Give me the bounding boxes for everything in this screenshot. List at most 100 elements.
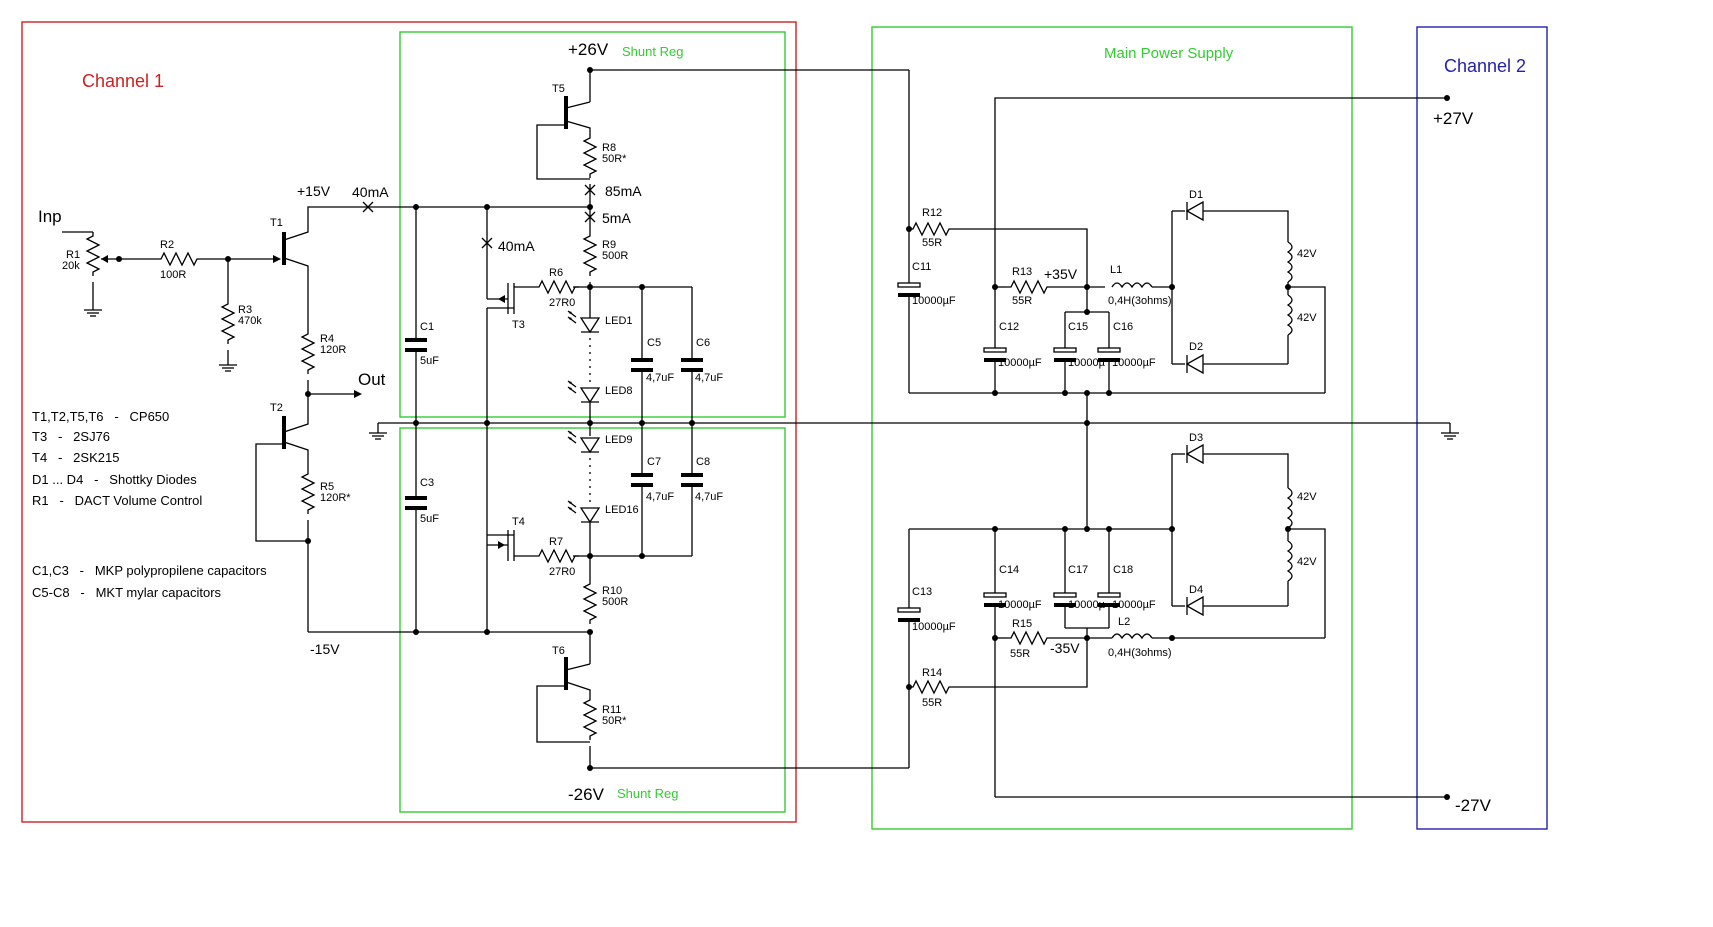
c1-ref: C1 — [420, 321, 434, 333]
r6-ref: R6 — [549, 267, 563, 279]
sec1-label: 42V — [1297, 248, 1317, 260]
r11-ref: R11 — [602, 704, 621, 716]
r13-ref: R13 — [1012, 266, 1032, 278]
r1-val: 20k — [62, 260, 80, 272]
t3-label: T3 — [512, 319, 525, 331]
c17-ref: C17 — [1068, 564, 1088, 576]
note-0: T1,T2,T5,T6 - CP650 — [32, 409, 169, 424]
c8-ref: C8 — [696, 456, 710, 468]
r9-val: 500R — [602, 250, 628, 262]
shunt-reg-bottom: LED9 LED16 R7 27R0 T4 R10 500R T6 R11 — [404, 423, 909, 804]
c1-val: 5uF — [420, 355, 439, 367]
channel1-title: Channel 1 — [82, 71, 164, 91]
n15-label: -15V — [310, 641, 340, 657]
c13-ref: C13 — [912, 586, 932, 598]
channel2-title: Channel 2 — [1444, 56, 1526, 76]
d4-label: D4 — [1189, 584, 1203, 596]
l2-ref: L2 — [1118, 616, 1130, 628]
r1-ref: R1 — [66, 249, 80, 261]
c15-ref: C15 — [1068, 321, 1088, 333]
r5-ref: R5 — [320, 481, 334, 493]
c18-ref: C18 — [1113, 564, 1133, 576]
note-2: T4 - 2SK215 — [32, 450, 119, 465]
c6-val: 4,7uF — [695, 372, 723, 384]
input-stage: Inp R1 20k R2 100R R3 470k T1 +15V 40mA … — [38, 183, 590, 657]
t2-label: T2 — [270, 402, 283, 414]
shunt-reg-top: +26V T5 R8 50R* 85mA 5mA R9 500R R6 27R0 — [404, 40, 909, 426]
out-label: Out — [358, 370, 386, 389]
l2-val: 0,4H(3ohms) — [1108, 647, 1172, 659]
note-4: R1 - DACT Volume Control — [32, 493, 202, 508]
r7-ref: R7 — [549, 536, 563, 548]
c14-val: 10000µF — [998, 599, 1042, 611]
c12-val: 10000µF — [998, 357, 1042, 369]
p26-label: +26V — [568, 40, 609, 59]
shunt-reg-bottom-title: Shunt Reg — [617, 786, 678, 801]
t5-label: T5 — [552, 83, 565, 95]
c7-ref: C7 — [647, 456, 661, 468]
r12-ref: R12 — [922, 207, 942, 219]
r4-ref: R4 — [320, 333, 334, 345]
r3-val: 470k — [238, 315, 262, 327]
c16-val: 10000µF — [1112, 357, 1156, 369]
c11-ref: C11 — [912, 261, 931, 273]
d2-label: D2 — [1189, 341, 1203, 353]
p15-label: +15V — [297, 183, 331, 199]
led1-label: LED1 — [605, 315, 633, 327]
t1-label: T1 — [270, 217, 283, 229]
inp-label: Inp — [38, 207, 62, 226]
c6-ref: C6 — [696, 337, 710, 349]
r3-ref: R3 — [238, 304, 252, 316]
c7-val: 4,7uF — [646, 491, 674, 503]
r15-val: 55R — [1010, 648, 1030, 660]
r8-val: 50R* — [602, 153, 627, 165]
c15-val: 10000µ — [1068, 357, 1106, 369]
r13-val: 55R — [1012, 295, 1032, 307]
shunt-reg-top-frame — [399, 31, 786, 418]
note-5: C1,C3 - MKP polypropilene capacitors — [32, 563, 267, 578]
r2-val: 100R — [160, 269, 186, 281]
c14-ref: C14 — [999, 564, 1019, 576]
shunt-reg-bottom-frame — [399, 427, 786, 813]
r15-ref: R15 — [1012, 618, 1032, 630]
main-psu-negative: C13 10000µF R14 55R C14 10000µF -27V R15… — [897, 420, 1492, 815]
current-5ma: 5mA — [602, 210, 631, 226]
c16-ref: C16 — [1113, 321, 1133, 333]
current-40ma-a: 40mA — [352, 184, 389, 200]
c5-ref: C5 — [647, 337, 661, 349]
d3-label: D3 — [1189, 432, 1203, 444]
channel2-frame — [1416, 26, 1548, 830]
n27-label: -27V — [1455, 796, 1492, 815]
c17-val: 10000µ — [1068, 599, 1106, 611]
current-85ma: 85mA — [605, 183, 642, 199]
component-notes: T1,T2,T5,T6 - CP650 T3 - 2SJ76 T4 - 2SK2… — [32, 409, 267, 600]
c3-ref: C3 — [420, 477, 434, 489]
note-6: C5-C8 - MKT mylar capacitors — [32, 585, 222, 600]
main-psu-title: Main Power Supply — [1104, 45, 1234, 62]
d1-label: D1 — [1189, 189, 1203, 201]
n35-label: -35V — [1050, 640, 1080, 656]
note-1: T3 - 2SJ76 — [32, 429, 110, 444]
c18-val: 10000µF — [1112, 599, 1156, 611]
main-psu-positive: R12 55R C11 10000µF +27V R13 55R +35V C1… — [897, 70, 1474, 529]
sec2-label: 42V — [1297, 312, 1317, 324]
p27-label: +27V — [1433, 109, 1474, 128]
r7-val: 27R0 — [549, 566, 575, 578]
c12-ref: C12 — [999, 321, 1019, 333]
r10-val: 500R — [602, 596, 628, 608]
r10-ref: R10 — [602, 585, 622, 597]
l1-val: 0,4H(3ohms) — [1108, 295, 1172, 307]
t4-label: T4 — [512, 516, 525, 528]
ground-rail — [368, 422, 1460, 440]
shunt-reg-top-title: Shunt Reg — [622, 44, 683, 59]
t6-label: T6 — [552, 645, 565, 657]
r5-val: 120R* — [320, 492, 351, 504]
sec4-label: 42V — [1297, 556, 1317, 568]
l1-ref: L1 — [1110, 264, 1122, 276]
c11-val: 10000µF — [912, 295, 956, 307]
channel1-frame — [21, 21, 797, 823]
sec3-label: 42V — [1297, 491, 1317, 503]
r12-val: 55R — [922, 237, 942, 249]
c13-val: 10000µF — [912, 621, 956, 633]
